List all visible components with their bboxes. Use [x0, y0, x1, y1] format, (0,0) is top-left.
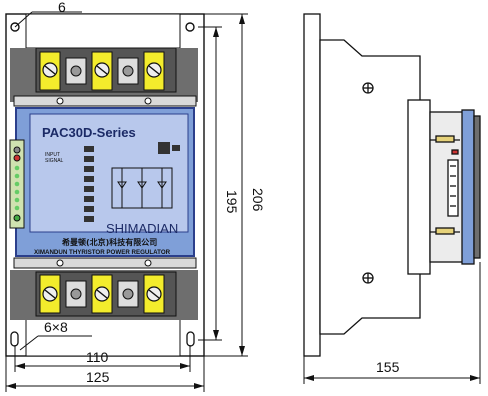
side-body: [319, 39, 421, 335]
input-signal-label: SIGNAL: [45, 158, 64, 164]
screw-icon: [56, 97, 64, 105]
mounting-hole: [185, 22, 195, 32]
dim-width-125: 125: [86, 369, 110, 385]
mounting-slot: [10, 331, 19, 347]
dim-height-206: 206: [250, 188, 266, 212]
dim-depth-155: 155: [376, 359, 400, 375]
terminal-slot: [143, 274, 165, 314]
terminal-slot: [117, 57, 139, 85]
screw-icon: [362, 82, 374, 94]
product-line: XIMANDUN THYRISTOR POWER REGULATOR: [34, 249, 171, 256]
connector-icon: [172, 145, 180, 151]
terminal-slot: [117, 280, 139, 308]
module-panel: [461, 109, 475, 265]
side-dimension: [303, 262, 481, 384]
dim-hole-diameter: 6: [58, 0, 66, 15]
front-dimensions: 6: [5, 0, 248, 392]
front-view: PAC30D-Series INPUT SIGNAL: [5, 13, 205, 357]
thyristor-schematic: [111, 167, 173, 209]
brand-name: SHIMADIAN: [106, 221, 178, 236]
side-view: [303, 13, 481, 357]
terminal-slot: [65, 280, 87, 308]
dim-slot-size: 6×8: [44, 319, 68, 335]
screw-icon: [144, 259, 152, 267]
module-cover: [473, 115, 481, 259]
dim-height-195: 195: [224, 190, 240, 214]
module-frame: [407, 99, 431, 275]
terminal-slot: [39, 274, 61, 314]
side-flange: [303, 13, 321, 357]
terminal-slot: [65, 57, 87, 85]
mounting-slot: [186, 331, 195, 347]
model-name: PAC30D-Series: [42, 125, 136, 140]
heatsink-strip: [13, 95, 197, 107]
screw-icon: [362, 272, 374, 284]
dip-switch-column: [84, 146, 94, 222]
terminal-slot: [91, 274, 113, 314]
connector-icon: [158, 142, 170, 154]
terminal-slot: [143, 51, 165, 91]
heatsink-strip: [13, 257, 197, 269]
bracket-notch-top: [25, 13, 181, 49]
bracket-notch-bottom: [25, 317, 181, 357]
dim-width-110: 110: [86, 349, 109, 365]
screw-icon: [56, 259, 64, 267]
bottom-terminal-block: [35, 271, 177, 317]
terminal-slot: [39, 51, 61, 91]
signal-terminal-dots: [13, 146, 21, 222]
screw-icon: [144, 97, 152, 105]
terminal-slot: [91, 51, 113, 91]
top-terminal-block: [35, 47, 177, 93]
input-label: INPUT: [45, 152, 60, 158]
company-name: 希曼顿(北京)科技有限公司: [62, 237, 157, 247]
